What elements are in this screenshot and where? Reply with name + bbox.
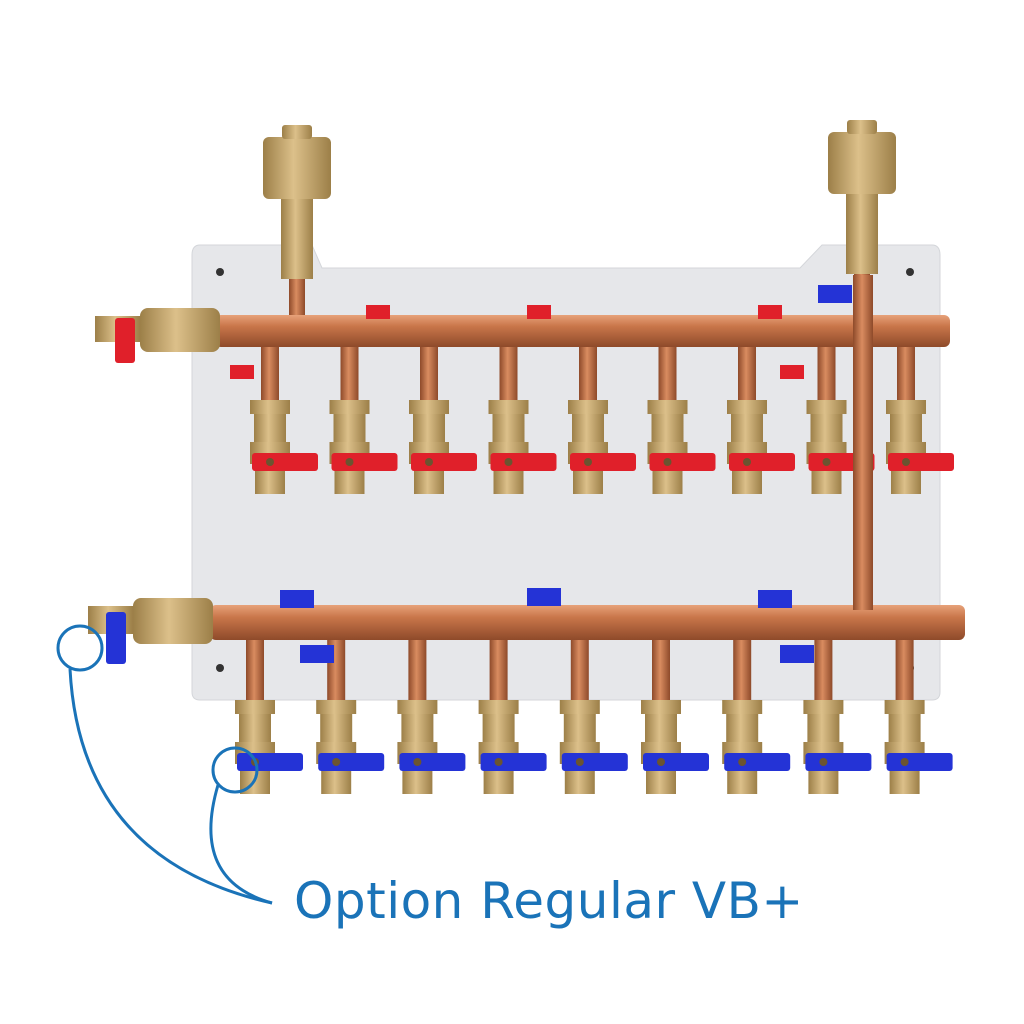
pipe-clip xyxy=(780,365,804,379)
pipe-clip xyxy=(758,590,792,608)
air-vent xyxy=(263,125,331,315)
air-vent xyxy=(828,120,896,275)
pipe-clip xyxy=(758,305,782,319)
valve-handle xyxy=(805,753,872,771)
return-valve xyxy=(641,640,709,794)
valve-handle xyxy=(724,753,791,771)
callout-circle-outlet xyxy=(211,746,259,794)
valve-handle xyxy=(570,453,636,471)
callout-lines xyxy=(56,624,273,905)
return-valve xyxy=(316,640,385,794)
valve-handle xyxy=(252,453,318,471)
pipe-clip xyxy=(818,285,852,303)
pipe-clip xyxy=(527,588,561,606)
supply-valve xyxy=(647,345,716,494)
return-valve xyxy=(478,640,547,794)
valve-handle xyxy=(886,753,953,771)
pipe-clip xyxy=(366,305,390,319)
valve-handle xyxy=(561,753,628,771)
supply-valve xyxy=(409,345,477,494)
supply-valve xyxy=(250,345,318,494)
valve-handle xyxy=(729,453,795,471)
valve-handle xyxy=(490,453,557,471)
valve-handle xyxy=(411,453,477,471)
return-valve xyxy=(803,640,872,794)
pipe-clip xyxy=(300,645,334,663)
valve-handle xyxy=(888,453,954,471)
valve-handle xyxy=(649,453,716,471)
supply-valve xyxy=(886,345,954,494)
pipe-clip xyxy=(780,645,814,663)
return-header-pipe xyxy=(210,605,965,640)
supply-header-pipe xyxy=(215,315,950,347)
return-valve xyxy=(722,640,791,794)
valve-handle xyxy=(399,753,466,771)
valve-handle xyxy=(237,753,303,771)
supply-valve xyxy=(727,345,795,494)
valve-handle xyxy=(318,753,385,771)
bypass-pipe xyxy=(853,275,873,610)
callout-label: Option Regular VB+ xyxy=(294,872,804,930)
pipe-clip xyxy=(527,305,551,319)
supply-valve xyxy=(329,345,398,494)
valve-handle xyxy=(643,753,709,771)
valve-handle xyxy=(331,453,398,471)
supply-valve xyxy=(568,345,636,494)
callout-circle-inlet xyxy=(56,624,104,672)
supply-valve xyxy=(488,345,557,494)
supply-valve xyxy=(806,345,875,494)
valve-handle xyxy=(480,753,547,771)
pipe-clip xyxy=(280,590,314,608)
return-inlet-handle xyxy=(106,612,126,664)
pipe-clip xyxy=(230,365,254,379)
return-valve xyxy=(884,640,953,794)
supply-inlet-handle xyxy=(115,318,135,363)
return-valve xyxy=(397,640,466,794)
return-valve xyxy=(559,640,628,794)
